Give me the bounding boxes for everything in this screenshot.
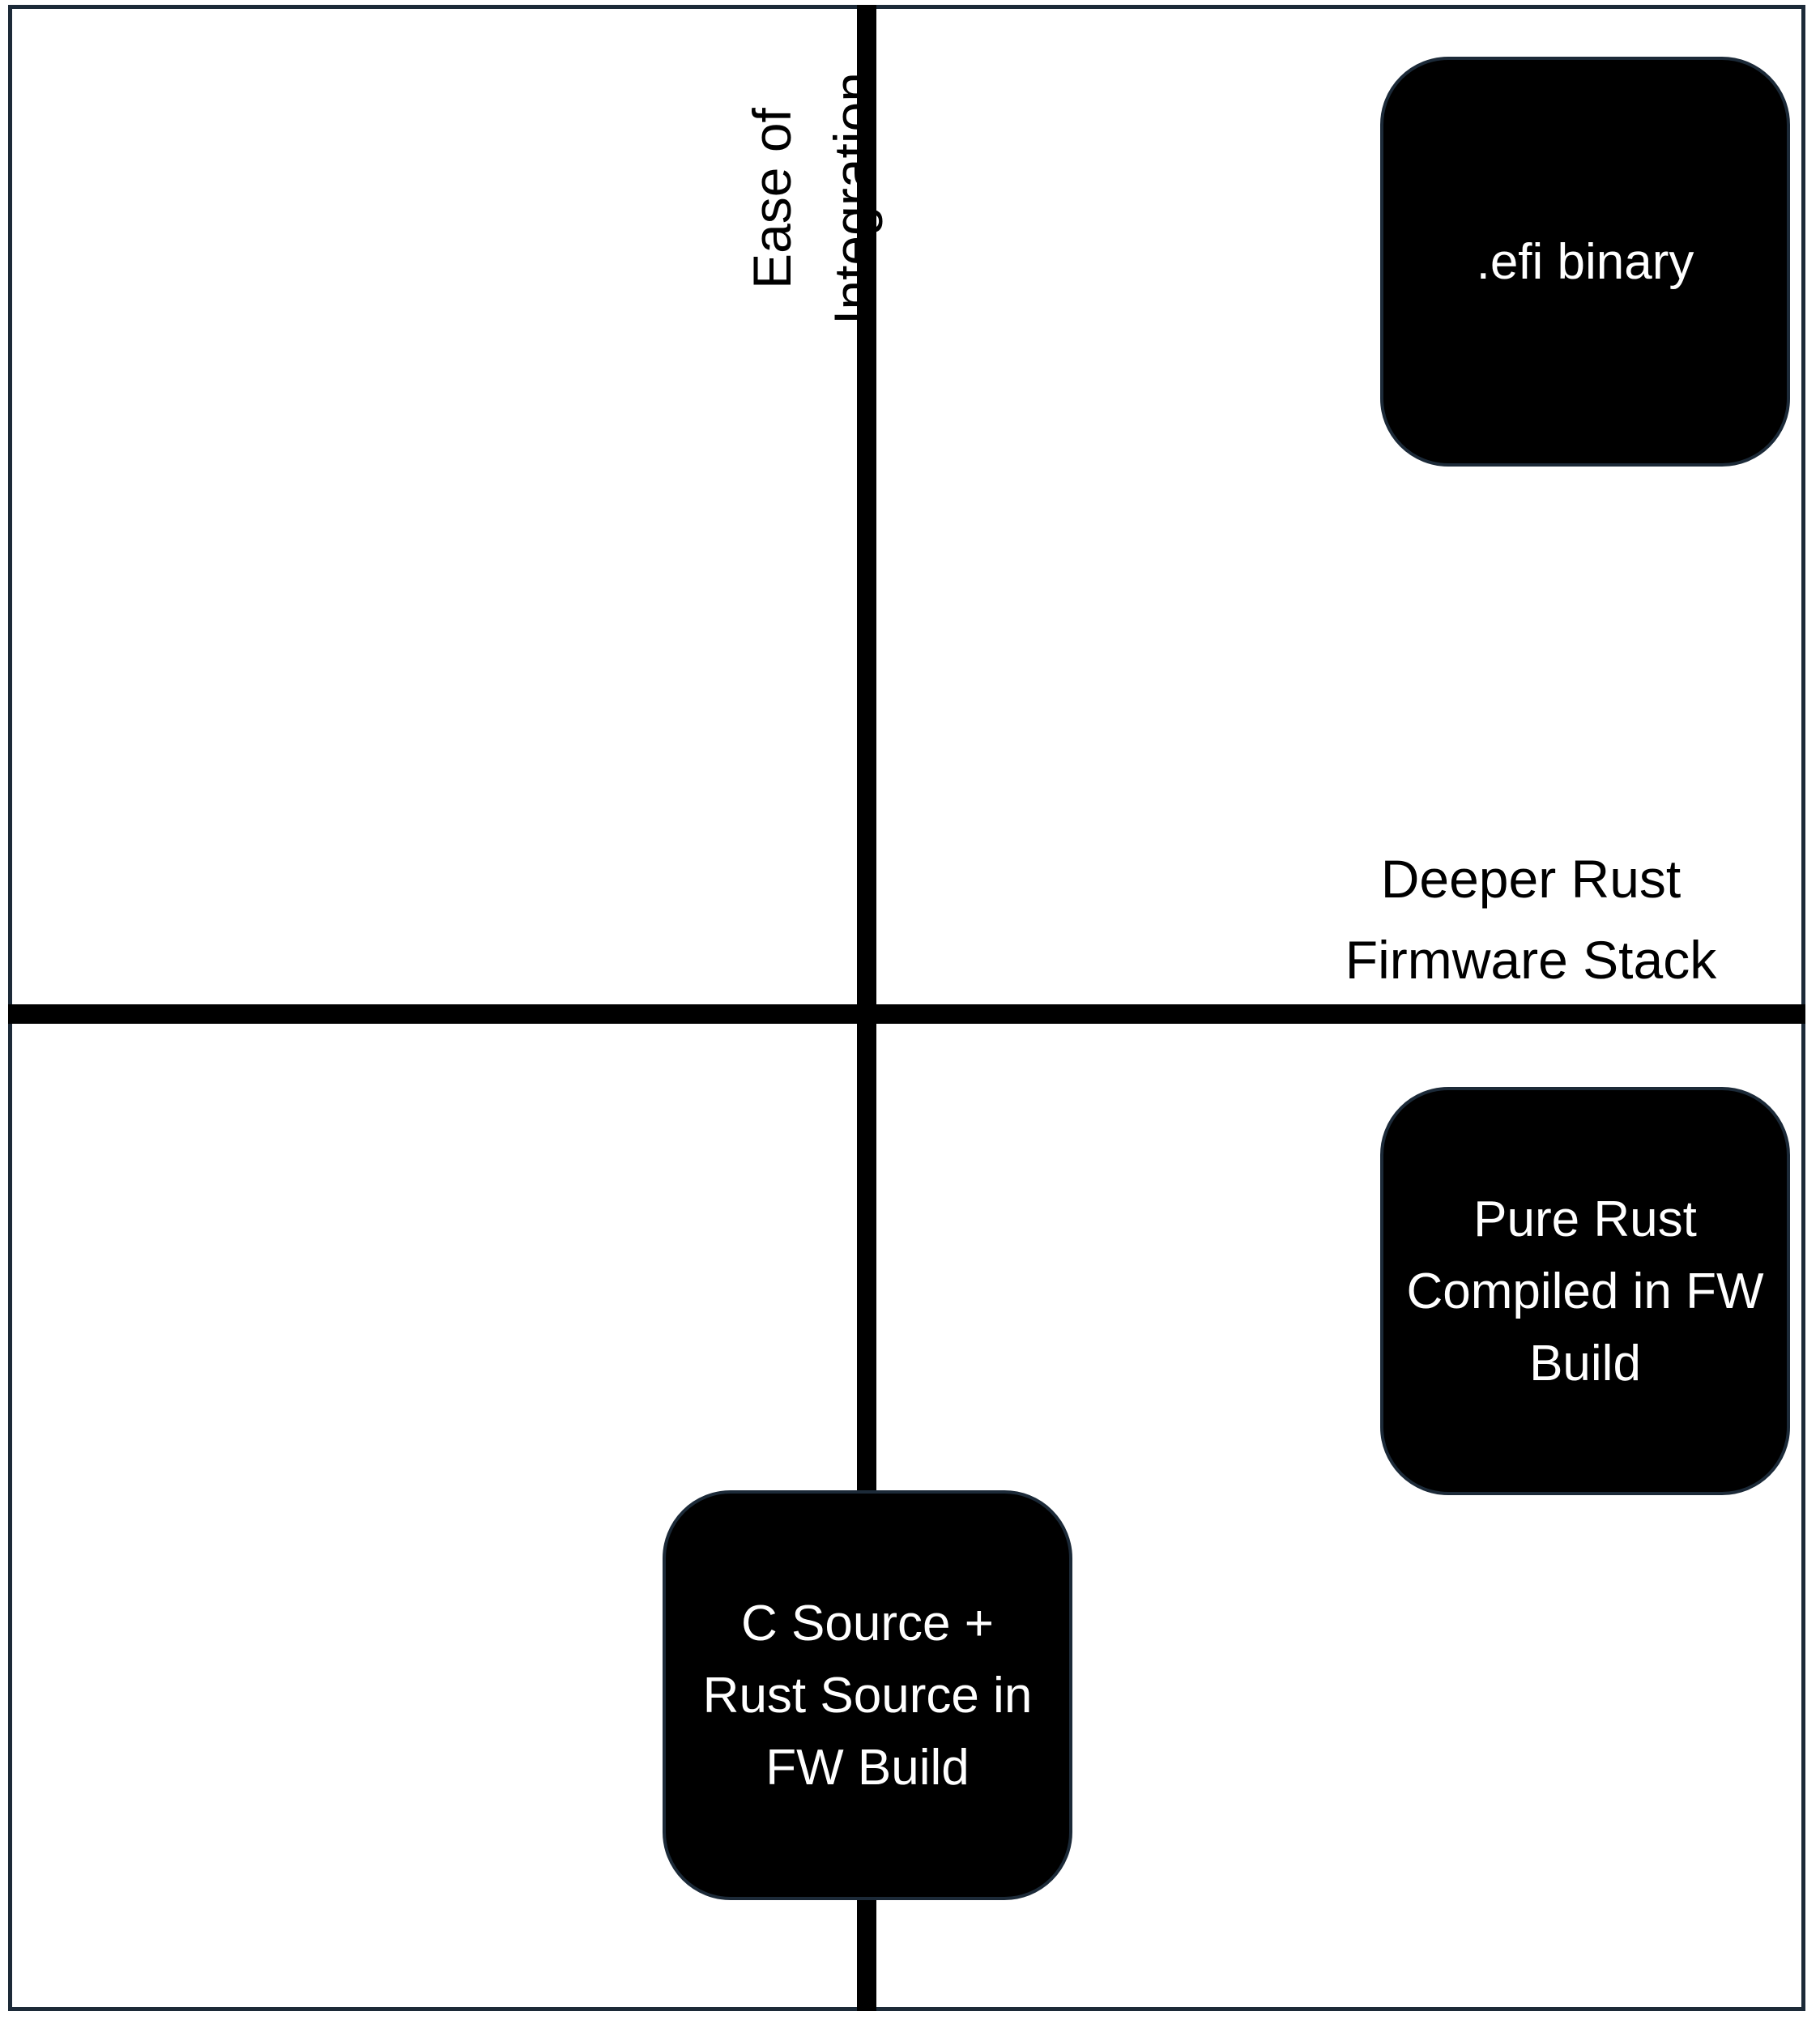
y-axis-label: Ease of Integration xyxy=(742,72,883,325)
efi-binary-label: .efi binary xyxy=(1476,233,1694,290)
pure-rust-label: Pure Rust Compiled in FW Build xyxy=(1406,1191,1764,1391)
pure-rust-box: Pure Rust Compiled in FW Build xyxy=(1380,1087,1790,1495)
c-plus-rust-label: C Source + Rust Source in FW Build xyxy=(702,1595,1033,1796)
horizontal-axis xyxy=(8,1004,1805,1024)
c-plus-rust-box: C Source + Rust Source in FW Build xyxy=(663,1490,1072,1900)
x-axis-label: Deeper Rust Firmware Stack xyxy=(1345,849,1717,990)
efi-binary-box: .efi binary xyxy=(1380,57,1790,467)
